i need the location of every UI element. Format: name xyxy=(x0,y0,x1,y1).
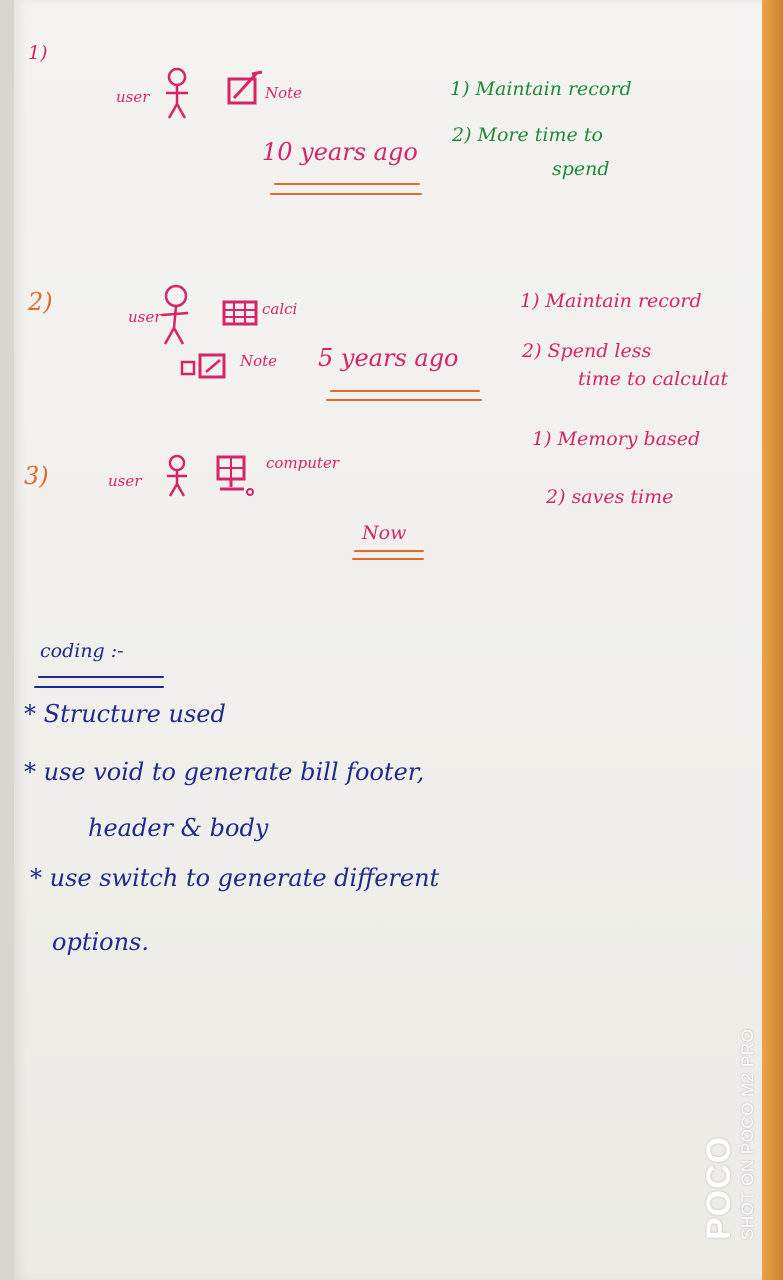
section1-underline-1 xyxy=(274,183,420,185)
section1-user-label: user xyxy=(116,88,150,106)
stick-figure-icon xyxy=(167,454,187,497)
section3-computer-label: computer xyxy=(266,454,339,472)
section2-note-label: Note xyxy=(240,352,278,370)
notepad-icon xyxy=(180,353,226,379)
coding-line2-part1: * use void to generate bill footer, xyxy=(24,758,425,786)
section2-point2-line2: time to calculat xyxy=(578,368,729,390)
calculator-icon xyxy=(222,300,258,326)
section1-point2-line2: spend xyxy=(552,158,610,180)
section1-time: 10 years ago xyxy=(262,138,418,166)
section3-user-label: user xyxy=(108,472,142,490)
coding-line2-part2: header & body xyxy=(88,814,269,842)
section2-underline-1 xyxy=(330,390,480,392)
section1-number: 1) xyxy=(28,42,48,64)
section3-underline-1 xyxy=(354,550,424,552)
section2-user-label: user xyxy=(128,308,162,326)
coding-underline-1 xyxy=(38,676,164,678)
computer-icon xyxy=(216,455,254,496)
section3-number: 3) xyxy=(24,462,49,490)
stick-figure-icon xyxy=(166,67,188,119)
section2-point2-line1: 2) Spend less xyxy=(522,340,652,362)
section1-point2-line1: 2) More time to xyxy=(452,124,603,146)
section2-point1: 1) Maintain record xyxy=(520,290,702,312)
table-edge xyxy=(762,0,783,1280)
section2-time: 5 years ago xyxy=(318,344,459,372)
section1-point1: 1) Maintain record xyxy=(450,78,632,100)
watermark-brand: POCO xyxy=(700,1135,738,1240)
notebook-page xyxy=(14,0,766,1280)
coding-line1: * Structure used xyxy=(24,700,226,728)
notepad-icon xyxy=(227,70,263,105)
section2-number: 2) xyxy=(28,288,53,316)
coding-line3-part1: * use switch to generate different xyxy=(30,864,440,892)
camera-watermark: POCO SHOT ON POCO M2 PRO xyxy=(700,985,768,1240)
section2-calc-label: calci xyxy=(262,300,298,318)
coding-heading: coding :- xyxy=(40,640,124,662)
watermark-caption: SHOT ON POCO M2 PRO xyxy=(738,1028,757,1240)
section3-underline-2 xyxy=(352,558,424,560)
section3-point1: 1) Memory based xyxy=(532,428,701,450)
section3-time: Now xyxy=(362,522,407,544)
section3-point2: 2) saves time xyxy=(546,486,674,508)
section1-note-label: Note xyxy=(265,84,303,102)
coding-underline-2 xyxy=(34,686,164,688)
section1-underline-2 xyxy=(270,193,422,195)
section2-underline-2 xyxy=(326,399,482,401)
stick-figure-icon xyxy=(161,284,189,345)
coding-line3-part2: options. xyxy=(52,928,149,956)
